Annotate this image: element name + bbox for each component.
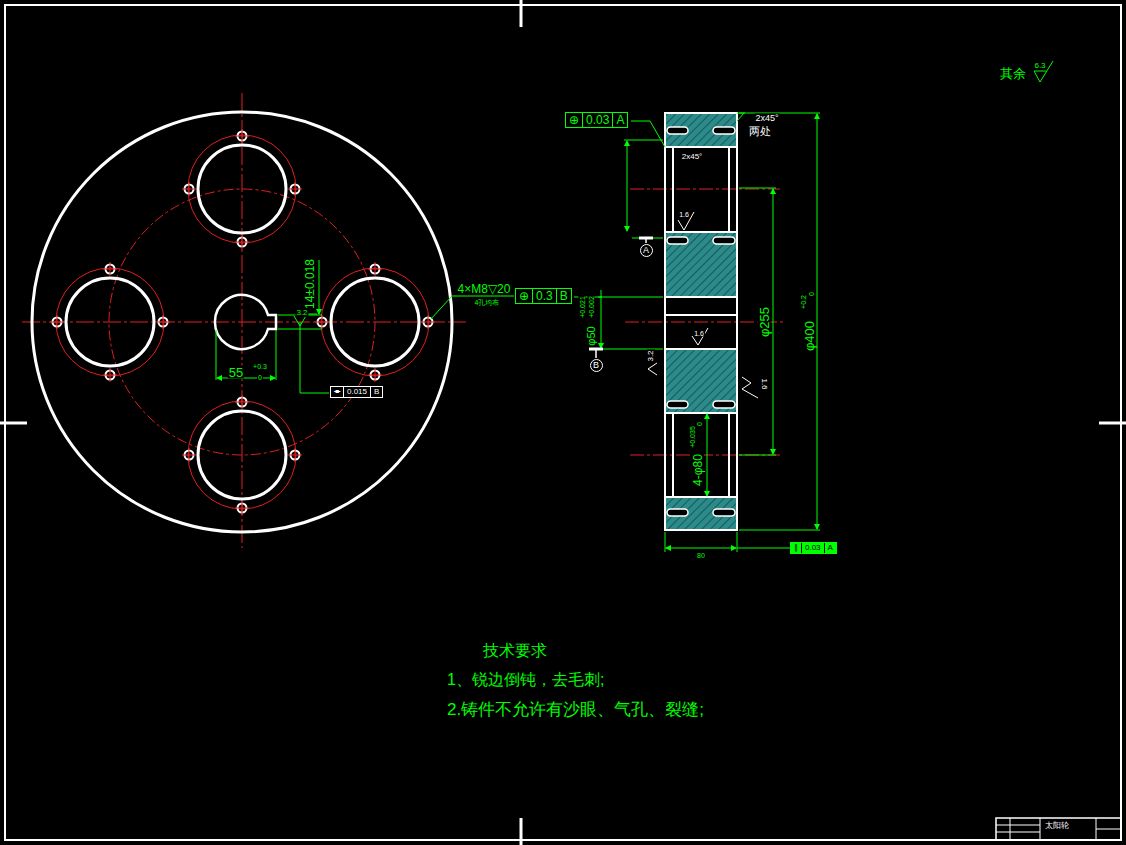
dimension-text: +0.3 [252,363,268,370]
frame-text: A [824,543,836,553]
frame-text: 太阳轮 [1044,822,1070,830]
frame-text: ⊕ [516,289,532,303]
datum-circle: A [640,244,653,257]
dimension-text: 2x45° [681,153,704,161]
frame-text: B [556,289,571,303]
dimension-text: +0.035 [689,425,696,449]
technical-note: 1、锐边倒钝，去毛刺; [446,672,605,688]
frame-text: 0.03 [582,113,612,127]
tolerance-frame: ⊕0.03A [565,112,628,128]
dimension-text: φ50 [586,325,597,346]
dimension-text: 4-φ80 [692,453,704,487]
technical-note: 技术要求 [482,643,548,659]
frame-text: 0.3 [532,289,556,303]
dimension-text: 其余 [999,67,1027,80]
dimension-text: 3.2 [295,309,308,317]
frame-text: ∥ [791,543,801,553]
dimension-text: φ255 [758,306,771,338]
tolerance-frame: ∥0.03A [790,542,837,554]
datum-circle: B [590,359,603,372]
dimension-text: 两处 [748,126,772,137]
dimension-text: 6.3 [1033,62,1046,70]
frame-text: B [592,361,600,370]
dimension-text: 0 [257,374,263,381]
dimension-text: +0.2 [800,294,807,310]
dimension-text: 1.6 [693,330,705,337]
dimension-text: +0.002 [588,295,595,319]
dimension-text: +0.021 [579,295,586,319]
dimension-text: 2x45° [754,114,779,123]
frame-text: 0.03 [801,543,824,553]
title-cell: 太阳轮 [1044,822,1070,830]
dimension-text: 14±0.018 [304,258,316,310]
tolerance-frame: ⊕0.3B [515,288,572,304]
frame-text: ⊕ [566,113,582,127]
frame-text: ⌯ [331,387,343,397]
frame-text: 0.015 [343,387,370,397]
dimension-text: 3.2 [647,349,655,362]
technical-note: 2.铸件不允许有沙眼、气孔、裂缝; [446,701,705,718]
dimension-text: 0 [808,291,815,297]
dimension-text: 80 [696,552,706,559]
dimension-text: 1.6 [760,377,768,390]
dimension-text: 4孔均布 [474,299,501,306]
frame-text: A [612,113,627,127]
dimension-text: 1.6 [678,211,690,218]
dimension-text: 4×M8▽20 [457,283,512,295]
dimension-text: 0 [696,421,703,427]
frame-text: B [370,387,382,397]
tolerance-frame: ⌯0.015B [330,386,383,398]
dimension-text: φ400 [803,320,816,352]
dimension-text: 55 [228,366,244,379]
frame-text: A [642,246,650,255]
